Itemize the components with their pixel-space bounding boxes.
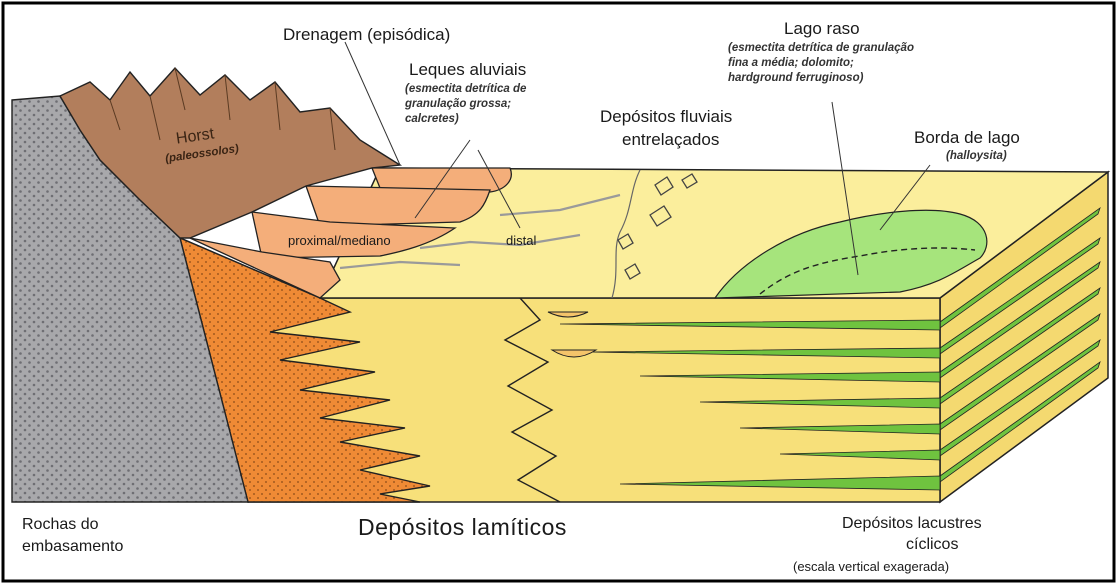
label-leques-desc-1: (esmectita detrítica de xyxy=(405,83,526,96)
label-leques-desc-3: calcretes) xyxy=(405,113,459,126)
label-lago-raso-desc-1: (esmectita detrítica de granulação xyxy=(728,42,914,55)
label-drenagem: Drenagem (episódica) xyxy=(283,25,450,44)
label-lago-raso: Lago raso xyxy=(784,19,860,38)
label-escala: (escala vertical exagerada) xyxy=(793,560,949,575)
label-lacustres-1: Depósitos lacustres xyxy=(842,515,982,533)
label-lamiticos: Depósitos lamíticos xyxy=(358,515,567,541)
label-proximal: proximal/mediano xyxy=(288,234,391,249)
label-borda: Borda de lago xyxy=(914,128,1020,147)
label-leques: Leques aluviais xyxy=(409,60,526,79)
label-fluviais-2: entrelaçados xyxy=(622,130,719,149)
label-lago-raso-desc-3: hardground ferruginoso) xyxy=(728,72,863,85)
label-leques-desc-2: granulação grossa; xyxy=(405,98,511,111)
label-fluviais-1: Depósitos fluviais xyxy=(600,107,732,126)
label-lago-raso-desc-2: fina a média; dolomito; xyxy=(728,57,854,70)
label-rochas-2: embasamento xyxy=(22,538,123,556)
label-distal: distal xyxy=(506,234,536,249)
label-rochas-1: Rochas do xyxy=(22,516,99,534)
label-lacustres-2: cíclicos xyxy=(906,536,958,554)
label-borda-desc: (halloysita) xyxy=(946,150,1007,163)
